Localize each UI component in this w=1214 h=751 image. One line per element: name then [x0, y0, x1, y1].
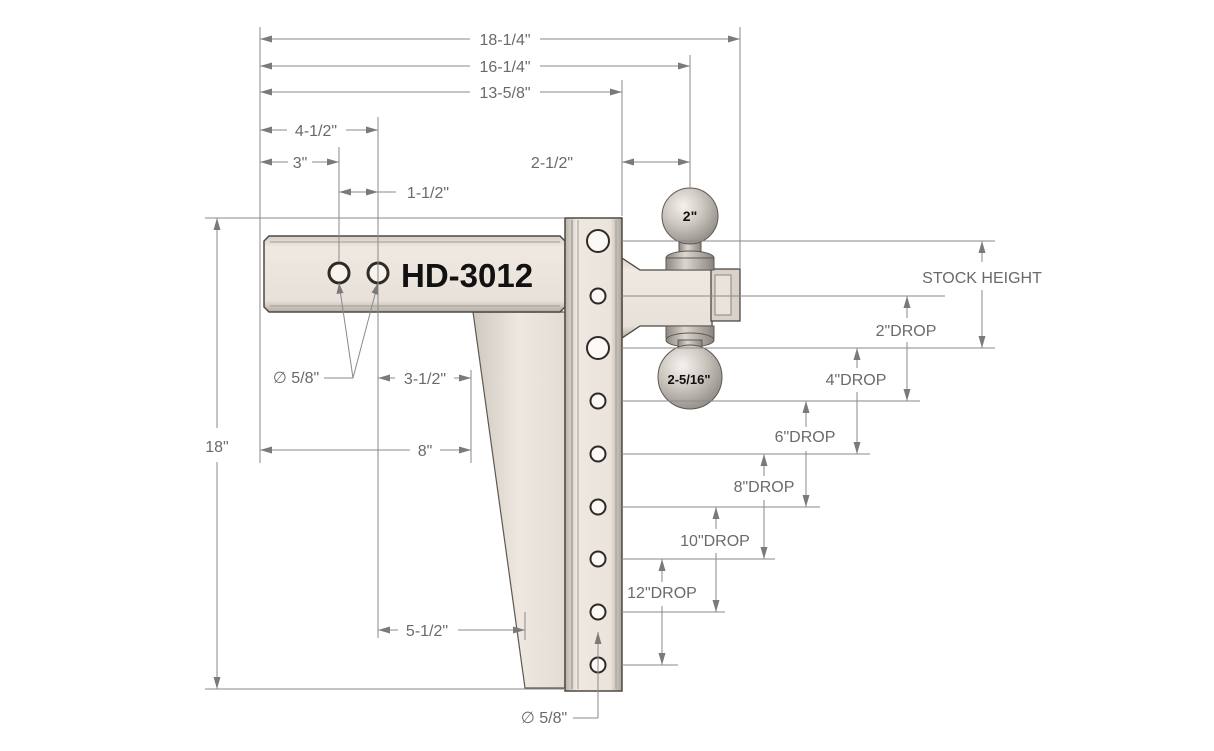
riser-hole — [589, 603, 607, 621]
dim-riser-to-ball: 2-1/2" — [531, 155, 573, 172]
riser-hole — [589, 392, 607, 410]
drop-dimensions: STOCK HEIGHT 2"DROP 4"DROP 6"DROP 8"DROP 10"D… — [622, 240, 1042, 666]
riser-hole — [589, 550, 607, 568]
dim-riser-hole-diameter: ∅ 5/8" — [521, 710, 567, 727]
dim-stock-height: STOCK HEIGHT — [922, 270, 1042, 287]
dim-gusset-offset: 3-1/2" — [404, 371, 446, 388]
model-number: HD-3012 — [401, 257, 533, 294]
dim-drop-label: 10"DROP — [680, 533, 750, 550]
dim-drop-label: 8"DROP — [734, 479, 795, 496]
top-ball-label: 2" — [683, 208, 697, 224]
dim-pin-hole-far: 4-1/2" — [295, 123, 337, 140]
dim-length-to-riser: 13-5/8" — [479, 85, 530, 102]
dim-pin-hole-spacing: 1-1/2" — [407, 185, 449, 202]
dim-drop-label: 6"DROP — [775, 429, 836, 446]
dim-height: 18" — [205, 439, 228, 456]
riser-hole — [589, 445, 607, 463]
bottom-ball-2-5-16in: 2-5/16" — [657, 325, 723, 410]
riser-hole — [586, 336, 610, 360]
pin-hole-near — [327, 261, 351, 285]
dim-gusset-bottom: 5-1/2" — [406, 623, 448, 640]
dim-pin-hole-diameter: ∅ 5/8" — [273, 370, 319, 387]
dim-length-to-top-ball: 16-1/4" — [479, 59, 530, 76]
dim-drop-label: 12"DROP — [627, 585, 697, 602]
top-ball-2in: 2" — [661, 187, 719, 271]
riser-hole — [589, 498, 607, 516]
hitch-part: HD-3012 2" 2-5/16" — [263, 187, 741, 692]
dim-drop-label: 4"DROP — [826, 372, 887, 389]
dim-drop-label: 2"DROP — [876, 323, 937, 340]
dim-length-overall: 18-1/4" — [479, 32, 530, 49]
bottom-ball-label: 2-5/16" — [667, 372, 710, 387]
dim-pin-hole-near: 3" — [293, 155, 308, 172]
riser-hole — [589, 287, 607, 305]
dimensions: 18-1/4" 16-1/4" 13-5/8" 4-1/2" 3" 1-1/2" — [205, 27, 1042, 727]
riser-hole — [586, 229, 610, 253]
dim-gusset-start: 8" — [418, 443, 433, 460]
